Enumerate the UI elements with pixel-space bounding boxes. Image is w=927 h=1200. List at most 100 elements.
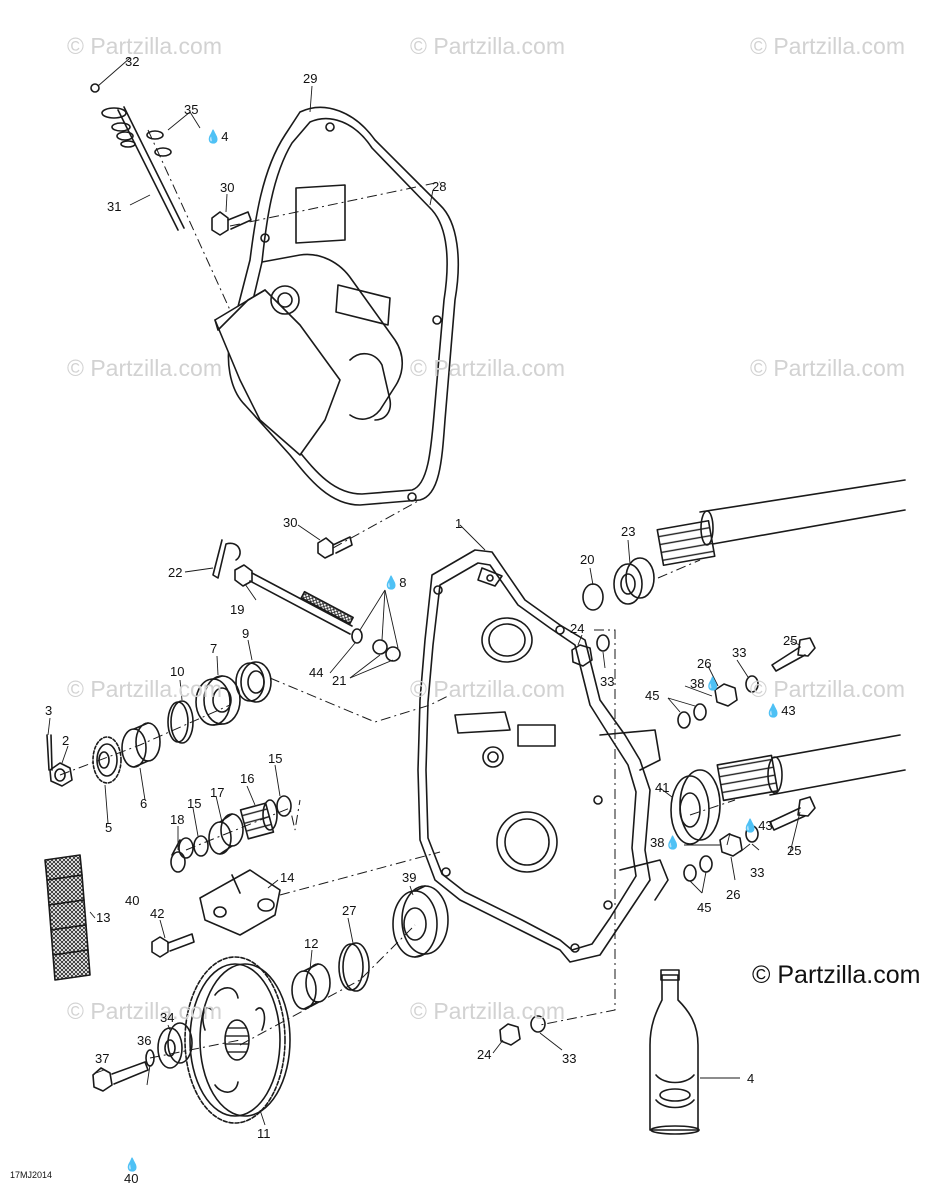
callout-23: 23 bbox=[621, 524, 636, 539]
callout-31: 31 bbox=[107, 199, 122, 214]
callout-41: 41 bbox=[655, 780, 670, 795]
callout-10: 10 bbox=[170, 664, 185, 679]
spacer-18 bbox=[170, 837, 194, 873]
callout-42: 42 bbox=[150, 906, 165, 921]
bearing-7 bbox=[195, 675, 241, 726]
nut-2 bbox=[49, 762, 73, 787]
callout-25-bottom: 25 bbox=[787, 843, 802, 858]
callout-12: 12 bbox=[304, 936, 319, 951]
bushing-17 bbox=[208, 813, 244, 855]
callout-1: 1 bbox=[455, 516, 463, 531]
callout-45-top: 45 bbox=[645, 688, 660, 703]
callout-19: 19 bbox=[230, 602, 245, 617]
large-sprocket-11 bbox=[184, 956, 291, 1124]
circlip-27 bbox=[338, 942, 370, 992]
callout-33-c: 33 bbox=[750, 865, 765, 880]
diagram-code: 17MJ2014 bbox=[10, 1170, 53, 1180]
callout-21: 21 bbox=[332, 673, 347, 688]
callout-35: 35 bbox=[184, 102, 199, 117]
bearing-23 bbox=[613, 557, 655, 605]
watermark-6: © Partzilla.com bbox=[750, 355, 905, 381]
bolt-25-top bbox=[771, 637, 816, 672]
callout-32: 32 bbox=[125, 54, 140, 69]
callout-14: 14 bbox=[280, 870, 295, 885]
callout-2: 2 bbox=[62, 733, 70, 748]
callout-20: 20 bbox=[580, 552, 595, 567]
watermark-9: © Partzilla.com bbox=[750, 676, 905, 702]
callout-4-top: 4💧4 bbox=[205, 129, 229, 144]
callout-33-a: 33 bbox=[600, 674, 615, 689]
callout-28: 28 bbox=[432, 179, 447, 194]
callout-44: 44 bbox=[309, 665, 324, 680]
callout-25-top: 25 bbox=[783, 633, 798, 648]
bolt-19 bbox=[234, 564, 354, 635]
washers-44-21 bbox=[351, 628, 401, 662]
callout-39: 39 bbox=[402, 870, 417, 885]
watermark-8: © Partzilla.com bbox=[410, 676, 565, 702]
callout-40-top: 40 bbox=[125, 893, 140, 908]
watermark-2: © Partzilla.com bbox=[410, 33, 565, 59]
callout-43-top: 💧43 bbox=[765, 703, 796, 718]
callout-33-d: 33 bbox=[562, 1051, 577, 1066]
watermark-5: © Partzilla.com bbox=[410, 355, 565, 381]
callout-30-top: 30 bbox=[220, 180, 235, 195]
washers-45-bottom bbox=[683, 855, 713, 882]
pin-3 bbox=[46, 734, 53, 771]
callout-11: 11 bbox=[257, 1126, 271, 1141]
watermark-7: © Partzilla.com bbox=[67, 676, 222, 702]
sprocket-5 bbox=[92, 736, 122, 784]
callout-15-top: 15 bbox=[268, 751, 283, 766]
watermark-11: © Partzilla.com bbox=[410, 998, 565, 1024]
callout-3: 3 bbox=[45, 703, 53, 718]
tensioner-pin-22 bbox=[212, 539, 241, 579]
callout-8: 💧8 bbox=[383, 575, 407, 590]
callout-27: 27 bbox=[342, 903, 357, 918]
callout-17: 17 bbox=[210, 785, 225, 800]
oring-20 bbox=[582, 583, 604, 611]
bolt-25-bottom bbox=[769, 796, 816, 831]
bearing-34 bbox=[157, 1022, 193, 1069]
bearing-41 bbox=[670, 769, 721, 845]
watermark-3: © Partzilla.com bbox=[750, 33, 905, 59]
washer-15a bbox=[193, 835, 209, 857]
chain-13 bbox=[44, 854, 91, 981]
nut-26-bottom bbox=[719, 833, 743, 857]
needle-bearing-16 bbox=[239, 799, 278, 840]
bracket-14 bbox=[199, 869, 281, 936]
callout-29: 29 bbox=[303, 71, 318, 86]
bushing-6 bbox=[121, 722, 161, 768]
callout-16: 16 bbox=[240, 771, 255, 786]
callout-24-bottom: 24 bbox=[477, 1047, 492, 1062]
circlip-10 bbox=[167, 700, 194, 744]
nut-26-top bbox=[714, 683, 738, 707]
washer-33-bottom bbox=[745, 825, 759, 843]
callout-34: 34 bbox=[160, 1010, 175, 1025]
callout-4-bottle: 4 bbox=[747, 1071, 755, 1086]
bolt-30-bottom bbox=[317, 536, 353, 559]
callout-30-bottom: 30 bbox=[283, 515, 298, 530]
callout-9: 9 bbox=[242, 626, 250, 641]
chaincase-housing bbox=[417, 549, 669, 963]
washer-15b bbox=[276, 795, 292, 817]
bolt-30-top bbox=[211, 211, 252, 236]
callout-38-top: 38💧 bbox=[690, 676, 721, 691]
callout-43-bottom: 💧43 bbox=[742, 818, 773, 833]
callout-33-b: 33 bbox=[732, 645, 747, 660]
bushing-12 bbox=[291, 963, 331, 1010]
watermark-4: © Partzilla.com bbox=[67, 355, 222, 381]
callout-45-bottom: 45 bbox=[697, 900, 712, 915]
callout-36: 36 bbox=[137, 1033, 152, 1048]
drive-shaft-lower bbox=[716, 734, 906, 802]
bearing-39 bbox=[392, 885, 449, 958]
watermark-10: © Partzilla.com bbox=[67, 998, 222, 1024]
lubricant-bottle-4 bbox=[649, 969, 700, 1135]
chaincase-cover bbox=[214, 106, 460, 506]
callout-26-top: 26 bbox=[697, 656, 712, 671]
callout-38-bottom: 38💧 bbox=[650, 835, 681, 850]
callout-13: 13 bbox=[96, 910, 111, 925]
drive-shaft-upper bbox=[656, 479, 906, 567]
callout-24-top: 24 bbox=[570, 621, 585, 636]
callout-15-mid: 15 bbox=[187, 796, 202, 811]
